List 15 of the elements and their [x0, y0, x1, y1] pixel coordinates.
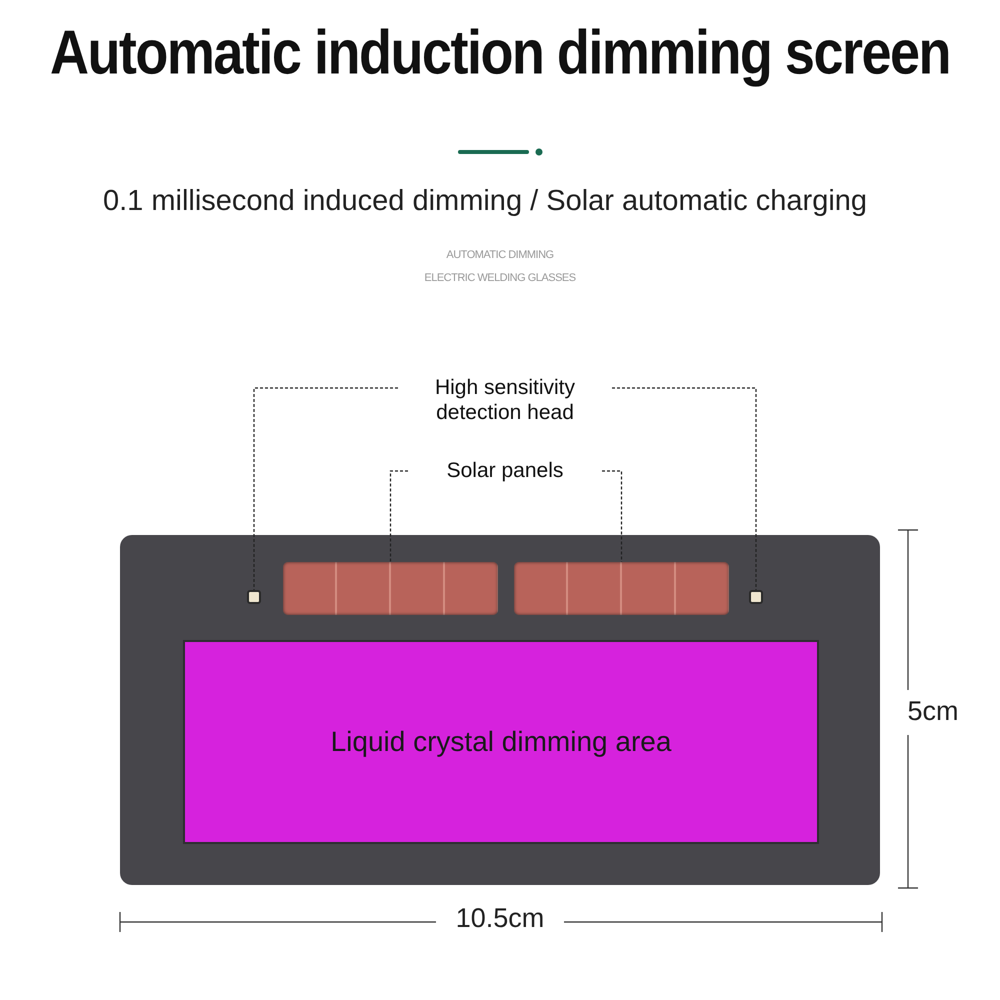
leader-line [612, 387, 757, 590]
subtitle: 0.1 millisecond induced dimming / Solar automatic charging [102, 185, 868, 218]
solar-panel [283, 562, 498, 615]
lcd-screen: Liquid crystal dimming area [183, 640, 819, 844]
leader-line [253, 387, 398, 590]
sensor-icon [749, 590, 763, 604]
caption-text: AUTOMATIC DIMMING ELECTRIC WELDING GLASSES [423, 248, 577, 286]
callout-label: High sensitivity detection head [410, 375, 600, 425]
leader-line [390, 470, 408, 562]
title: Automatic induction dimming screen [48, 18, 952, 89]
callout-label: Solar panels [420, 458, 590, 486]
sensor-icon [247, 590, 261, 604]
lens-frame [120, 535, 880, 885]
solar-panel [514, 562, 729, 615]
leader-line [602, 470, 622, 562]
